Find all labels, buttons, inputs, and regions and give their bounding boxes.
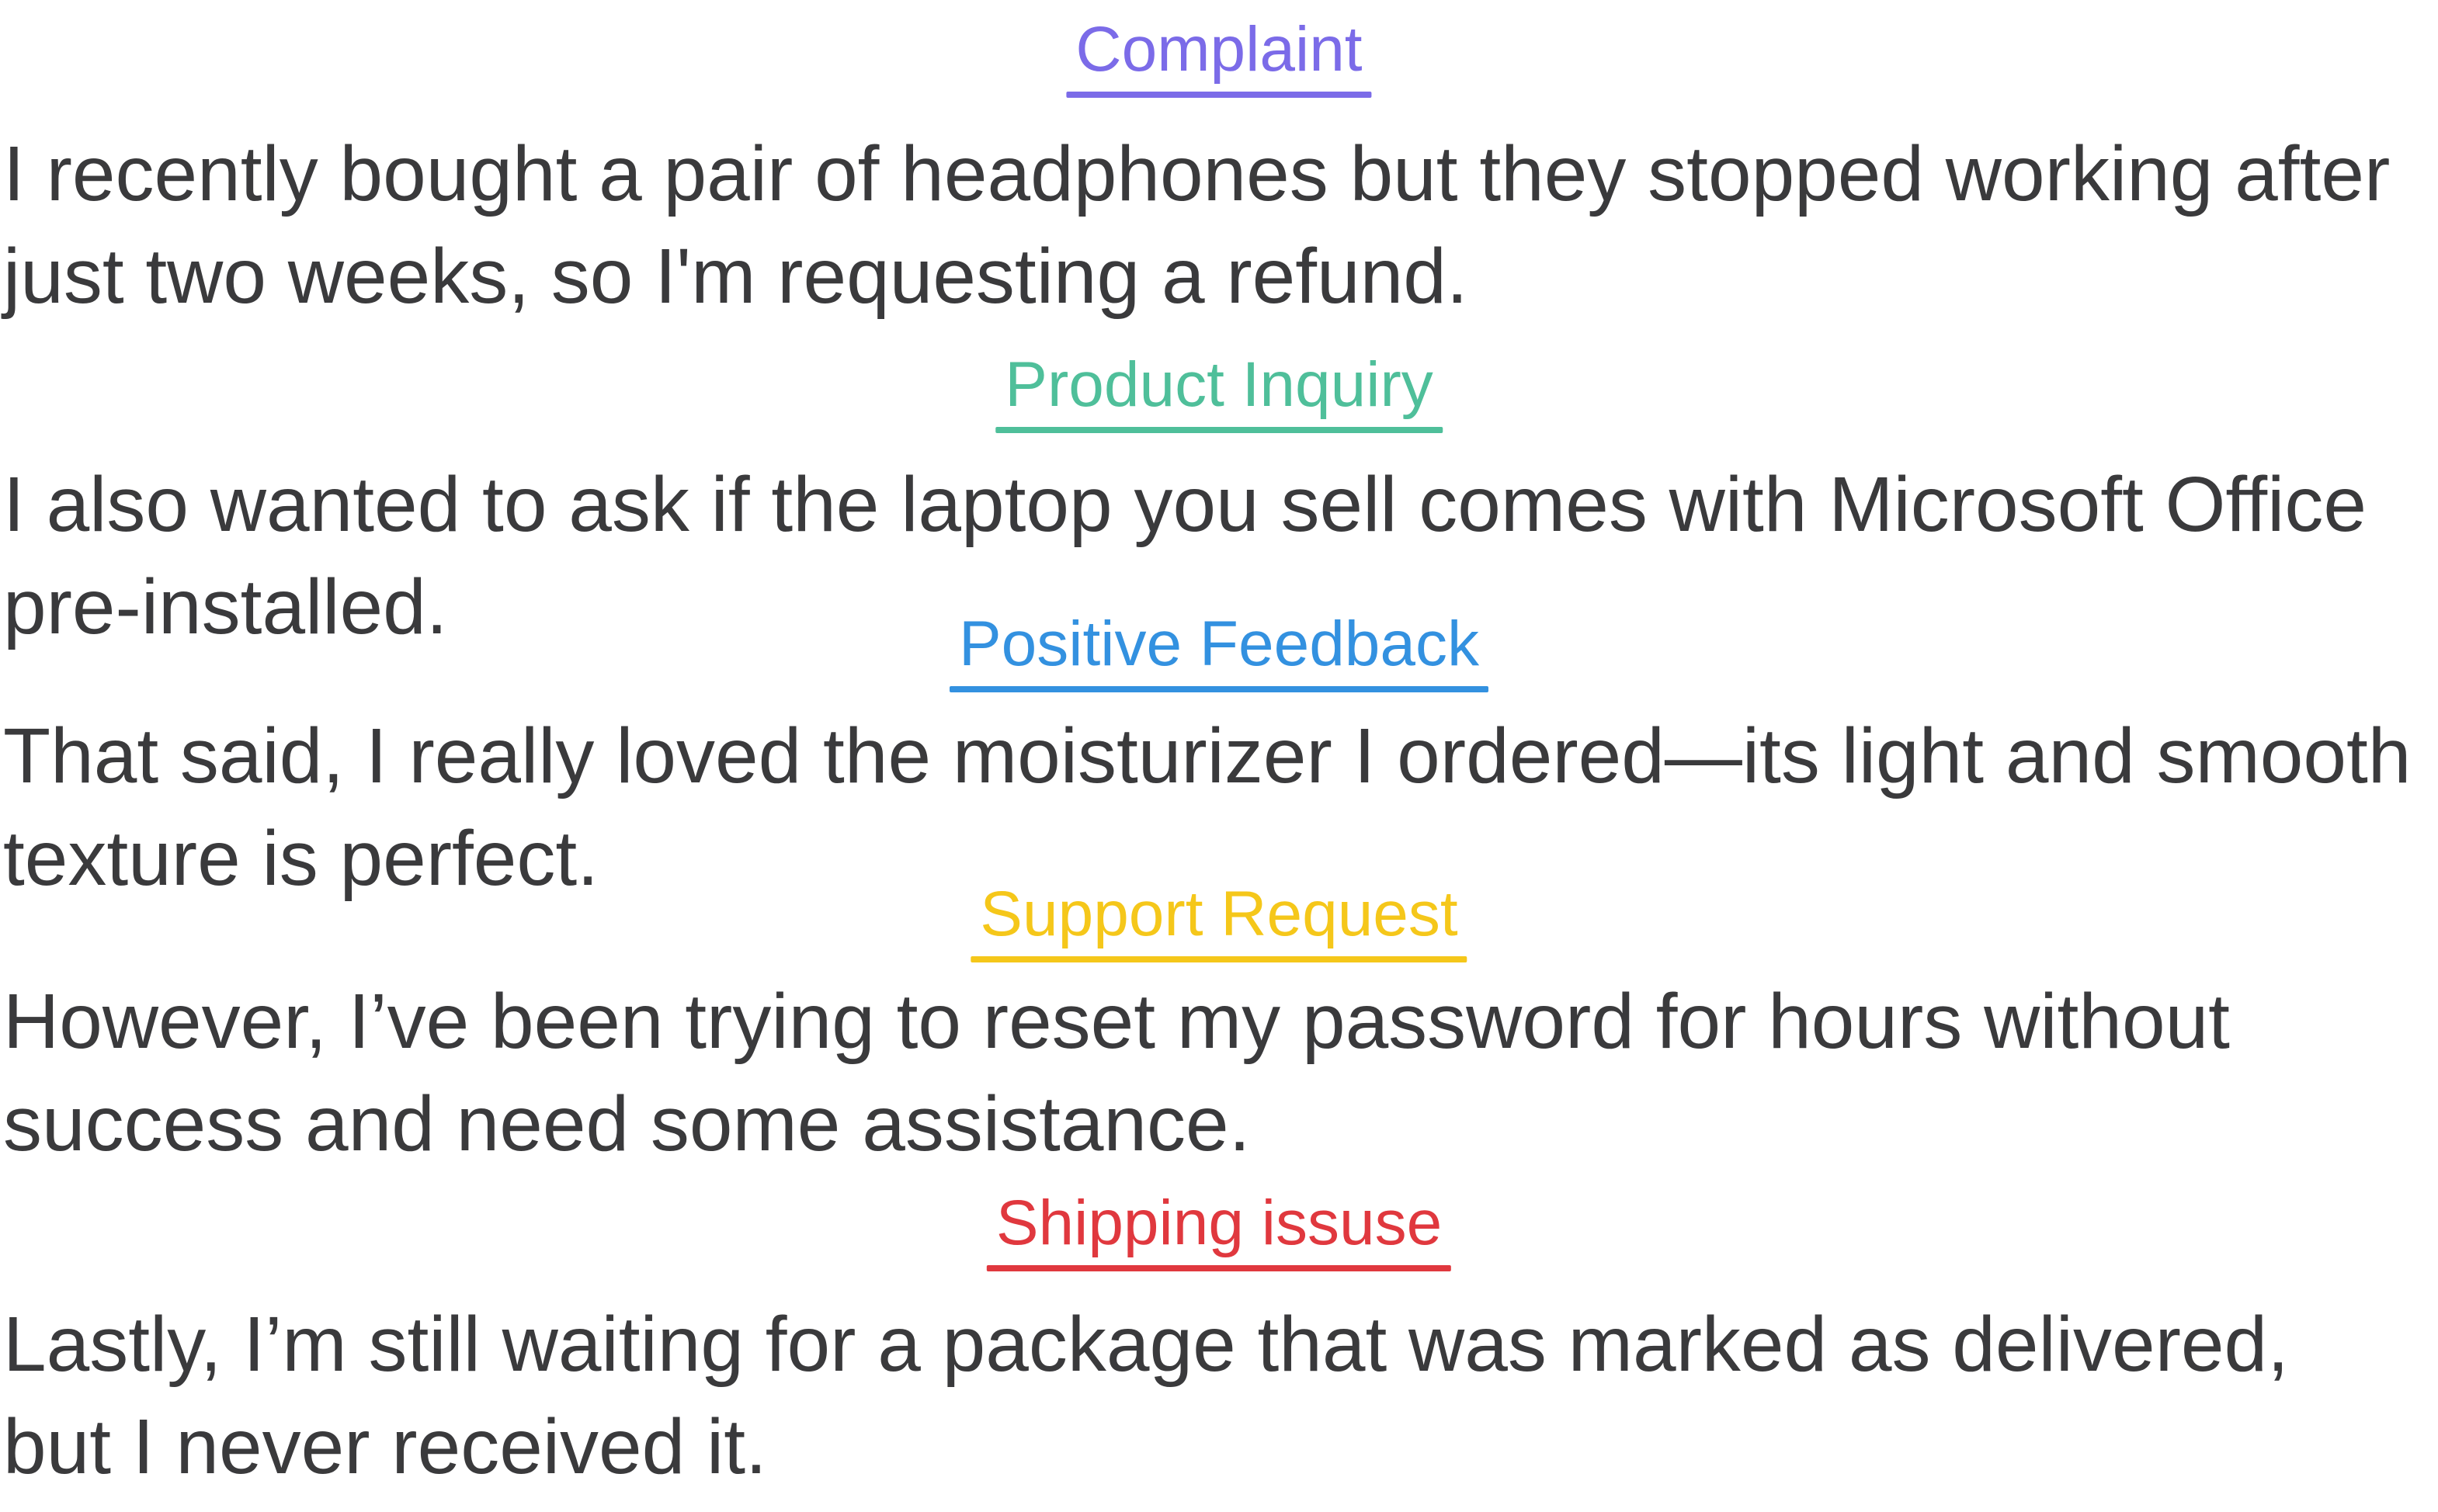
category-label-positive-feedback: Positive Feedback — [949, 609, 1489, 692]
segment-text: However, I’ve been trying to reset my pa… — [3, 978, 2230, 1167]
category-label-text: Complaint — [1075, 14, 1363, 85]
category-underline — [949, 686, 1489, 692]
category-label-complaint: Complaint — [1066, 14, 1372, 98]
category-label-shipping-issue: Shipping issuse — [986, 1188, 1452, 1271]
category-label-text: Shipping issuse — [995, 1188, 1443, 1258]
segment-text: Lastly, I’m still waiting for a package … — [3, 1301, 2289, 1490]
category-underline — [986, 1265, 1452, 1271]
segment-text: I also wanted to ask if the laptop you s… — [3, 461, 2367, 650]
category-underline — [971, 956, 1467, 962]
segment-text: I recently bought a pair of headphones b… — [3, 130, 2391, 320]
category-underline — [1066, 92, 1372, 98]
category-label-product-inquiry: Product Inquiry — [995, 349, 1443, 433]
category-label-text: Positive Feedback — [958, 609, 1480, 679]
category-label-text: Support Request — [980, 879, 1458, 949]
category-underline — [995, 427, 1443, 433]
segment-text: That said, I really loved the moisturize… — [3, 713, 2412, 902]
category-label-text: Product Inquiry — [1005, 349, 1433, 420]
category-label-support-request: Support Request — [971, 879, 1467, 962]
